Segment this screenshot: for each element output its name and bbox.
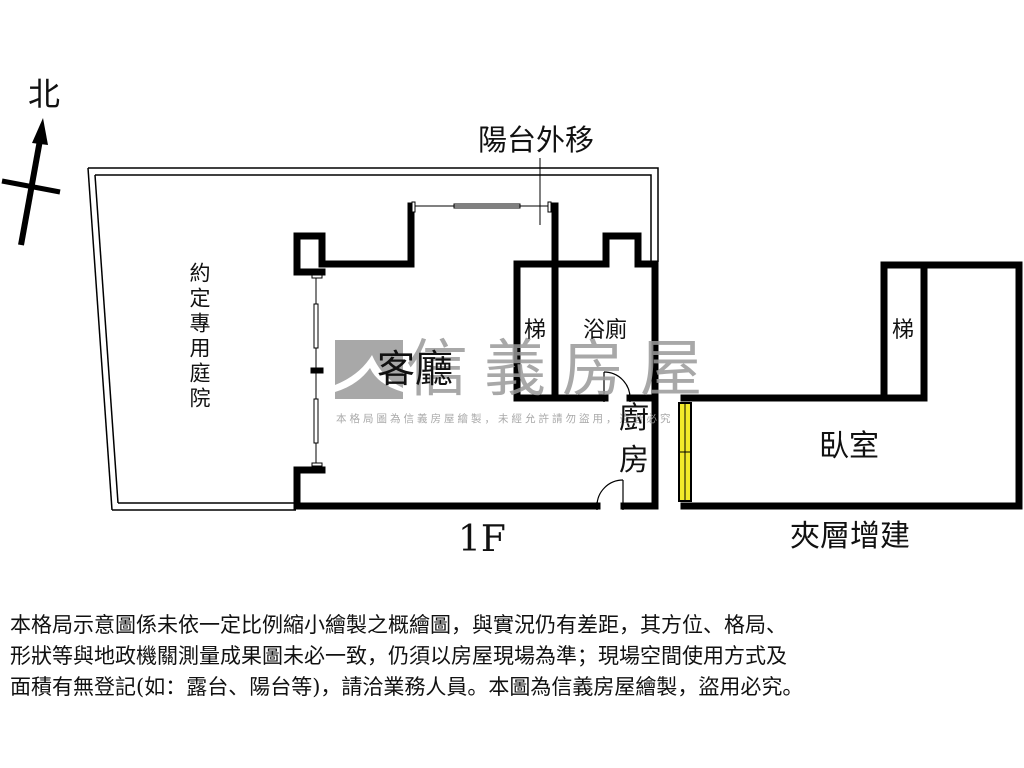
- room-kitchen-2: 房: [619, 443, 649, 478]
- north-arrow-icon: [1, 118, 61, 246]
- room-stairs-1f: 梯: [524, 318, 547, 343]
- room-bedroom: 臥室: [819, 429, 879, 464]
- garden-window: [310, 274, 324, 467]
- entrance-door: [596, 479, 624, 510]
- room-kitchen-1: 廚: [619, 401, 649, 436]
- compass-label: 北: [28, 75, 61, 113]
- room-living-room: 客廳: [377, 347, 454, 391]
- disclaimer: 本格局示意圖係未依一定比例縮小繪製之概繪圖，與實況仍有差距，其方位、格局、 形狀…: [10, 610, 1020, 703]
- balcony-sliding-door: [411, 201, 552, 213]
- walls-1f: [293, 202, 659, 510]
- balcony-moved-label: 陽台外移: [478, 123, 595, 157]
- disclaimer-line: 面積有無登記(如：露台、陽台等)，請洽業務人員。本圖為信義房屋繪製，盜用必究。: [10, 675, 804, 699]
- watermark-brand: 信義房屋: [406, 332, 719, 405]
- garden-boundary: [87, 167, 659, 511]
- bathroom-door: [603, 371, 631, 402]
- floor-label-1f: 1F: [458, 519, 506, 560]
- room-garden: 約定專用庭院: [187, 262, 211, 412]
- room-stairs-mezz: 梯: [892, 318, 915, 343]
- disclaimer-line: 形狀等與地政機關測量成果圖未必一致，仍須以房屋現場為準；現場空間使用方式及: [10, 644, 787, 668]
- brand-logo-icon: [335, 340, 403, 399]
- floor-label-mezzanine: 夾層增建: [790, 519, 910, 554]
- walls-mezzanine: [680, 261, 1023, 510]
- watermark-notice: 本格局圖為信義房屋繪製，未經允許請勿盜用，違者必究: [336, 413, 674, 425]
- mezzanine-window: [678, 402, 692, 502]
- disclaimer-line: 本格局示意圖係未依一定比例縮小繪製之概繪圖，與實況仍有差距，其方位、格局、: [10, 613, 787, 637]
- room-bathroom: 浴廁: [583, 318, 628, 343]
